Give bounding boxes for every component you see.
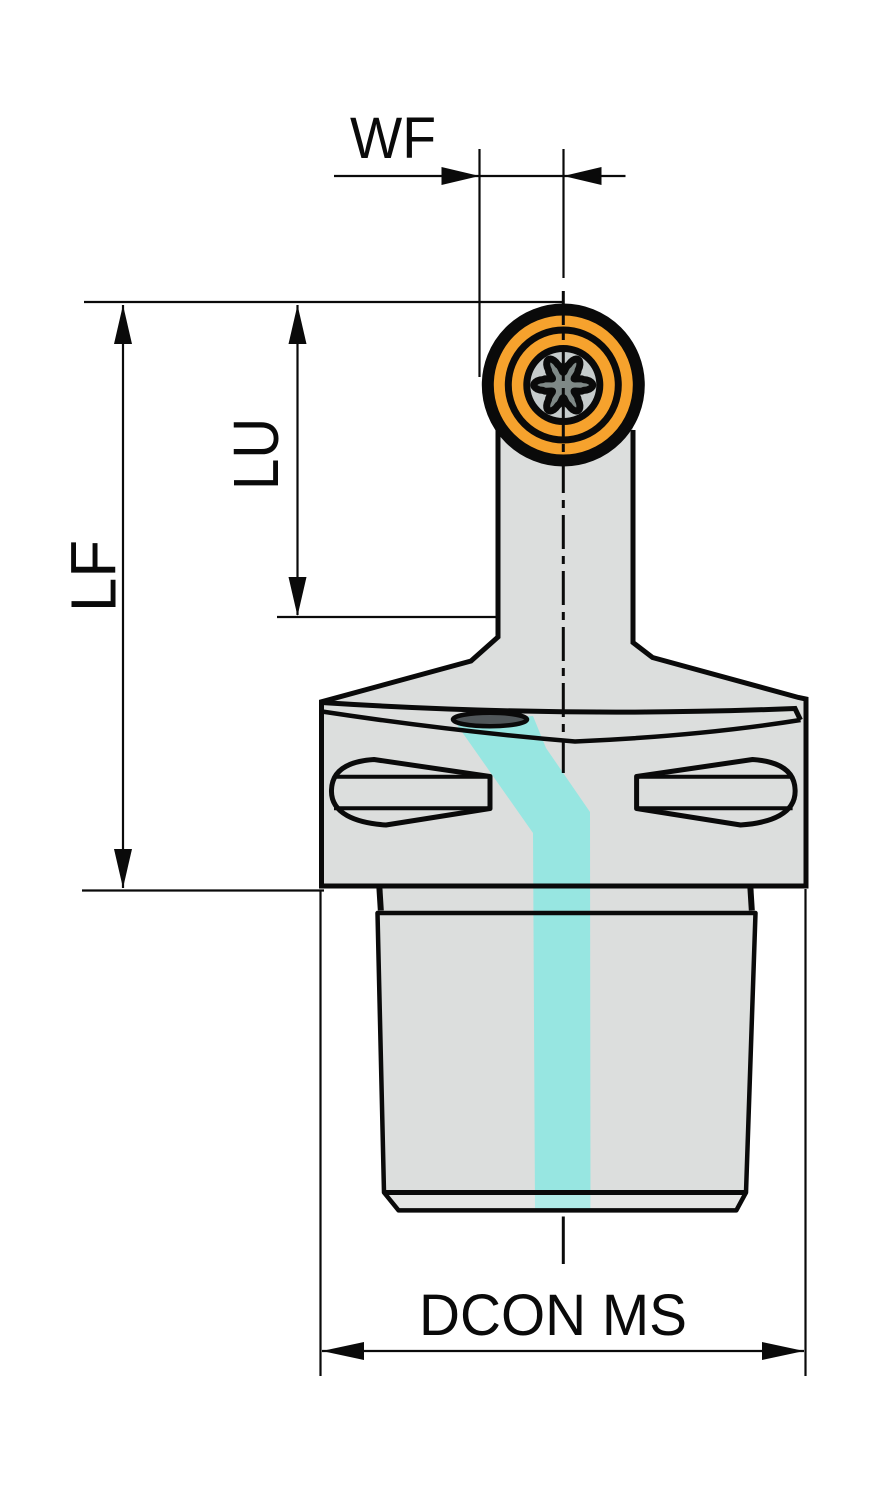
svg-text:WF: WF bbox=[350, 106, 436, 171]
svg-text:LF: LF bbox=[58, 540, 130, 612]
svg-text:DCON MS: DCON MS bbox=[419, 1283, 687, 1348]
svg-text:LU: LU bbox=[220, 418, 292, 490]
